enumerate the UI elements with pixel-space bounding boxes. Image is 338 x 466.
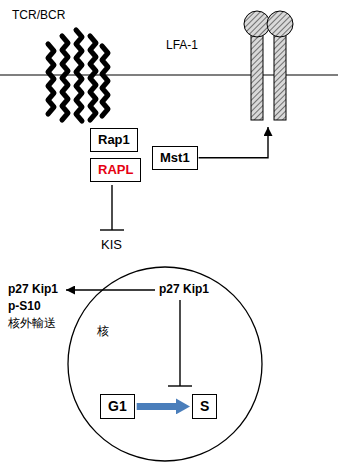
node-label: S [200, 398, 209, 415]
activation-arrow [199, 127, 268, 158]
node-label: TCR/BCR [12, 8, 65, 22]
phase-box: S [192, 394, 217, 419]
protein-box: Rap1 [90, 128, 138, 152]
node-label: Mst1 [160, 150, 190, 166]
nucleus-outline [68, 267, 262, 461]
receptor-group: LFA-1 [164, 8, 296, 125]
protein-box: RAPL [90, 158, 141, 182]
node-label: Rap1 [98, 132, 130, 148]
node-label: RAPL [98, 162, 133, 178]
phase-box: G1 [100, 394, 135, 419]
export-arrow [66, 289, 155, 290]
protein-label: p27 Kip1 [8, 282, 58, 296]
receptor-symbol [48, 30, 108, 121]
node-label: 核 [97, 324, 109, 338]
modification-label: p-S10 [8, 299, 41, 313]
protein-box: Mst1 [152, 146, 198, 170]
process-label: 核外輸送 [8, 316, 56, 330]
node-label: G1 [108, 398, 127, 415]
protein-label: KIS [101, 237, 122, 253]
node-label: LFA-1 [166, 38, 198, 52]
node-label: p27 Kip1 [159, 282, 209, 296]
inhibition-line [100, 185, 124, 230]
nucleus-circle: p27 Kip1 核 G1 S [67, 266, 263, 462]
receptor-group: TCR/BCR [8, 6, 120, 126]
inhibition-line [168, 300, 192, 386]
transition-arrow [137, 403, 180, 410]
integrin-symbol [244, 11, 293, 120]
